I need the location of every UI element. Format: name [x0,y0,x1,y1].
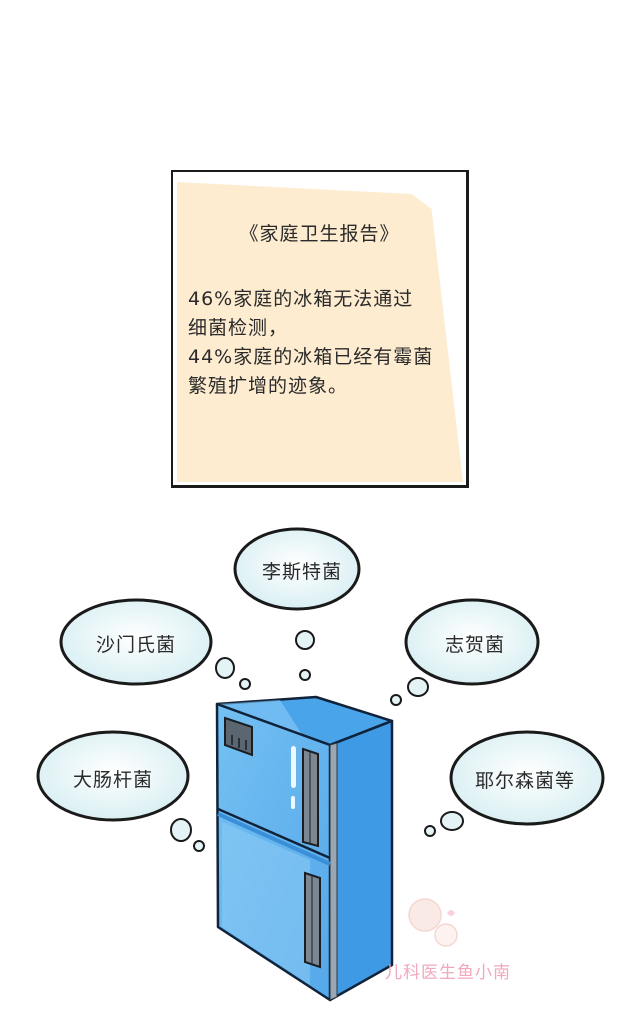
report-line: 细菌检测， [188,317,289,339]
bubble-label-ecoli: 大肠杆菌 [73,769,154,791]
watermark-logo [408,898,458,947]
watermark-text: 儿科医生鱼小南 [385,963,511,983]
report-body: 46%家庭的冰箱无法通过 细菌检测， 44%家庭的冰箱已经有霉菌 繁殖扩增的迹象… [188,285,458,401]
thought-bubble-shigella [390,598,540,706]
thought-bubble-yersinia [424,730,605,837]
refrigerator [215,695,394,1002]
report-line: 46%家庭的冰箱无法通过 [188,288,414,310]
report-line: 44%家庭的冰箱已经有霉菌 [188,346,434,368]
bubble-label-listeria: 李斯特菌 [262,561,343,583]
thought-bubble-ecoli [36,730,205,852]
report-line: 繁殖扩增的迹象。 [188,375,349,397]
thought-bubble-listeria [233,527,361,681]
report-title: 《家庭卫生报告》 [239,223,400,245]
report-note: 《家庭卫生报告》 46%家庭的冰箱无法通过 细菌检测， 44%家庭的冰箱已经有霉… [171,170,469,488]
note-paper [177,182,463,482]
bubble-label-salmonella: 沙门氏菌 [96,634,177,656]
thought-bubble-salmonella [59,598,251,690]
bubble-label-shigella: 志贺菌 [445,634,506,656]
bubble-label-yersinia: 耶尔森菌等 [475,770,576,792]
